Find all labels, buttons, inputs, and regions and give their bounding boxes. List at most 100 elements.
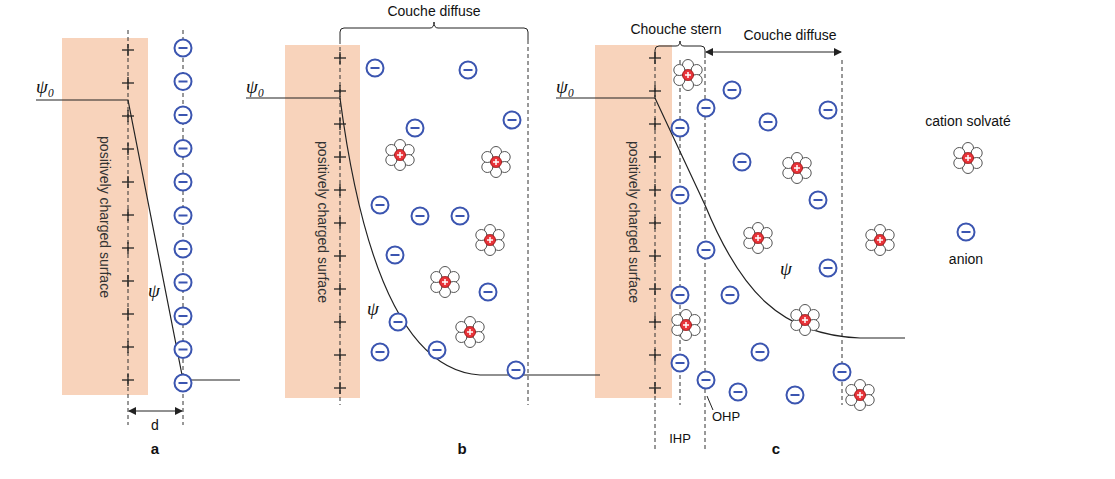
anion-symbol <box>698 242 715 259</box>
anion-symbol <box>504 112 521 129</box>
plus-sign <box>339 382 340 394</box>
plus-sign <box>127 77 128 89</box>
anion-symbol <box>787 387 804 404</box>
anion-symbol <box>672 120 689 137</box>
plus-sign <box>654 316 655 328</box>
solvated-cation <box>744 223 772 254</box>
plus-sign <box>127 110 128 122</box>
anion-symbol <box>698 100 715 117</box>
plus-sign <box>127 242 128 254</box>
anion-symbol <box>175 274 192 291</box>
anion-symbol <box>722 287 739 304</box>
potential-label: ψ₀ <box>556 76 574 98</box>
anion-symbol <box>175 341 192 358</box>
anion-symbol <box>390 314 407 331</box>
legend-text: anion <box>949 250 983 268</box>
plus-sign <box>339 85 340 97</box>
layer-label: Couche diffuse <box>387 2 480 20</box>
anion-symbol <box>175 140 192 157</box>
solvated-cation <box>783 153 811 184</box>
anion-symbol <box>175 40 192 57</box>
plus-sign <box>654 250 655 262</box>
solvated-cation <box>674 60 702 91</box>
anion-symbol <box>372 344 389 361</box>
anion-symbol <box>698 372 715 389</box>
anion-symbol <box>452 208 469 225</box>
anion-symbol <box>175 73 192 90</box>
surface-label: positively charged surface <box>315 141 331 303</box>
solvated-cation <box>431 267 459 298</box>
anion-symbol <box>460 62 477 79</box>
potential-label: ψ <box>367 298 379 320</box>
plus-sign <box>339 217 340 229</box>
solvated-cation <box>846 380 874 411</box>
plus-sign <box>127 143 128 155</box>
panel-letter: a <box>151 440 159 458</box>
plus-sign <box>127 308 128 320</box>
anion-symbol <box>175 375 192 392</box>
plus-sign <box>127 341 128 353</box>
anion-symbol <box>760 114 777 131</box>
anion-symbol <box>175 308 192 325</box>
plus-sign <box>339 283 340 295</box>
anion-symbol <box>820 102 837 119</box>
charged-surface: positively charged surface <box>595 45 672 398</box>
plus-sign <box>654 118 655 130</box>
charged-surface: positively charged surface <box>62 38 148 395</box>
plus-sign <box>339 250 340 262</box>
plus-sign <box>339 349 340 361</box>
anion-symbol <box>672 287 689 304</box>
plane-label: IHP <box>669 430 691 448</box>
plus-sign <box>654 184 655 196</box>
anion-symbol <box>175 107 192 124</box>
charged-surface: positively charged surface <box>285 45 360 398</box>
anion-symbol <box>387 247 404 264</box>
potential-label: ψ₀ <box>246 76 264 98</box>
anion-symbol <box>724 82 741 99</box>
solvated-cation <box>866 225 894 256</box>
plus-sign <box>127 209 128 221</box>
surface-label: positively charged surface <box>626 141 642 303</box>
plus-sign <box>654 349 655 361</box>
plus-sign <box>654 217 655 229</box>
anion-symbol <box>734 154 751 171</box>
layer-label: Chouche stern <box>630 20 721 38</box>
plus-sign <box>654 151 655 163</box>
legend-text: cation solvaté <box>925 112 1011 130</box>
solvated-cation <box>482 147 510 178</box>
anion-symbol <box>407 120 424 137</box>
anion-symbol <box>412 208 429 225</box>
anion-symbol <box>372 197 389 214</box>
plus-sign <box>127 374 128 386</box>
panel-letter: b <box>457 440 466 458</box>
anion-symbol <box>367 60 384 77</box>
plus-sign <box>654 283 655 295</box>
surface-label: positively charged surface <box>97 136 113 298</box>
plus-sign <box>339 151 340 163</box>
plus-sign <box>654 85 655 97</box>
layer-label: Couche diffuse <box>743 26 836 44</box>
anion-symbol <box>175 207 192 224</box>
potential-label: ψ₀ <box>36 76 54 98</box>
anion-symbol <box>429 342 446 359</box>
plus-sign <box>654 382 655 394</box>
anion-symbol <box>672 355 689 372</box>
anion-symbol <box>752 344 769 361</box>
plus-sign <box>127 176 128 188</box>
solvated-cation <box>672 310 700 341</box>
solvated-cation <box>456 317 484 348</box>
anion-symbol <box>810 192 827 209</box>
legend-cation-symbol <box>954 143 982 174</box>
plus-sign <box>339 184 340 196</box>
solvated-cation <box>386 140 414 171</box>
solvated-cation <box>476 225 504 256</box>
anion-symbol <box>508 362 525 379</box>
potential-label: ψ <box>148 280 160 302</box>
plus-sign <box>127 44 128 56</box>
anion-symbol <box>175 174 192 191</box>
anion-symbol <box>820 260 837 277</box>
plus-sign <box>339 316 340 328</box>
panel-letter: c <box>772 440 780 458</box>
